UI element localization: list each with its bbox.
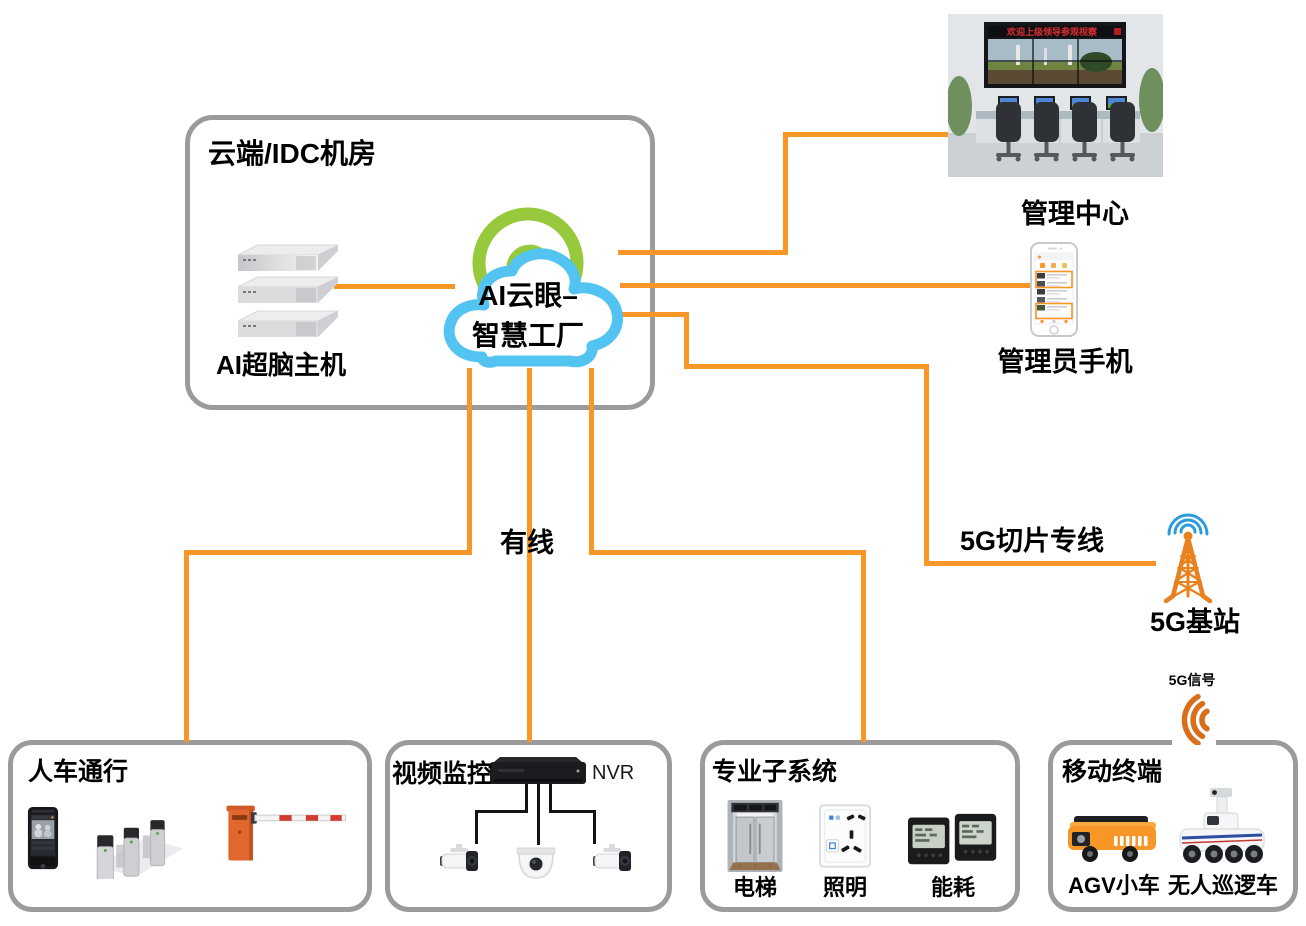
nvr-wire-stub-mid (537, 784, 540, 845)
video-wall-banner-text: 欢迎上级领导参观视察 (1006, 26, 1098, 37)
5g-station-label: 5G基站 (1149, 607, 1241, 637)
admin-phone-label: 管理员手机 (997, 347, 1133, 377)
wire-slice-h1 (622, 312, 689, 317)
slice-link-label: 5G切片专线 (960, 526, 1105, 556)
nvr-wire-stub-right (549, 784, 552, 812)
wire-cloud-mgmt-h2 (783, 132, 948, 137)
management-center-image: 欢迎上级领导参观视察 (948, 14, 1163, 177)
energy-label: 能耗 (930, 875, 975, 900)
access-box-title: 人车通行 (28, 758, 129, 786)
wire-cloud-mgmt-h1 (618, 250, 788, 255)
ai-server-image (234, 243, 342, 343)
nvr-label: NVR (592, 762, 635, 784)
wire-slice-h3 (924, 561, 1160, 566)
ai-server-label: AI超脑主机 (216, 350, 347, 380)
patrol-vehicle-label: 无人巡逻车 (1167, 873, 1278, 898)
video-box-title: 视频监控 (392, 760, 493, 788)
lighting-socket-image (819, 804, 871, 868)
cloud-icon (440, 243, 632, 375)
nvr-wire-stub-left (525, 784, 528, 812)
nvr-wire-right-h (549, 810, 596, 813)
patrol-vehicle-image (1176, 786, 1268, 870)
5g-signal-icon (1172, 693, 1216, 745)
wire-slice-v2 (924, 364, 929, 566)
cloud-title-line2: 智慧工厂 (471, 320, 584, 351)
subsystem-box-title: 专业子系统 (712, 758, 838, 786)
wire-server-cloud (334, 284, 455, 289)
energy-meter-image (908, 812, 998, 868)
cloud-title-line1: AI云眼– (478, 280, 578, 311)
wire-wired-right-h (589, 550, 866, 555)
nvr-wire-left-h (475, 810, 528, 813)
agv-label: AGV小车 (1068, 873, 1160, 898)
lighting-label: 照明 (822, 875, 867, 900)
access-box (8, 740, 372, 912)
nvr-image (490, 756, 586, 786)
mobile-box-title: 移动终端 (1062, 758, 1163, 786)
wire-wired-left-h (184, 550, 472, 555)
bullet-camera-right-image (589, 842, 637, 880)
idc-room-title: 云端/IDC机房 (208, 138, 377, 169)
nvr-wire-right-v (593, 810, 596, 844)
turnstile-image (91, 803, 187, 879)
management-center-label: 管理中心 (1021, 199, 1129, 229)
wire-cloud-phone (620, 283, 1033, 288)
face-terminal-image (27, 805, 59, 873)
wire-slice-h2 (684, 364, 929, 369)
wire-slice-v1 (684, 312, 689, 369)
elevator-image (727, 800, 783, 872)
wire-wired-left-v2 (184, 550, 189, 742)
wire-cloud-mgmt-v (783, 132, 788, 255)
dome-camera-image (513, 846, 559, 884)
elevator-label: 电梯 (732, 875, 777, 900)
wire-wired-left-v1 (467, 368, 472, 555)
bullet-camera-left-image (436, 842, 484, 880)
admin-phone-image (1030, 242, 1078, 338)
5g-signal-label: 5G信号 (1168, 672, 1216, 688)
wire-wired-right-v2 (861, 550, 866, 742)
wire-wired-right-v1 (589, 368, 594, 555)
agv-image (1066, 808, 1160, 864)
wire-wired-mid-v (527, 368, 532, 742)
nvr-wire-left-v (475, 810, 478, 844)
wired-link-label: 有线 (500, 528, 554, 558)
barrier-gate-image (222, 800, 350, 868)
5g-tower-icon (1156, 512, 1216, 604)
